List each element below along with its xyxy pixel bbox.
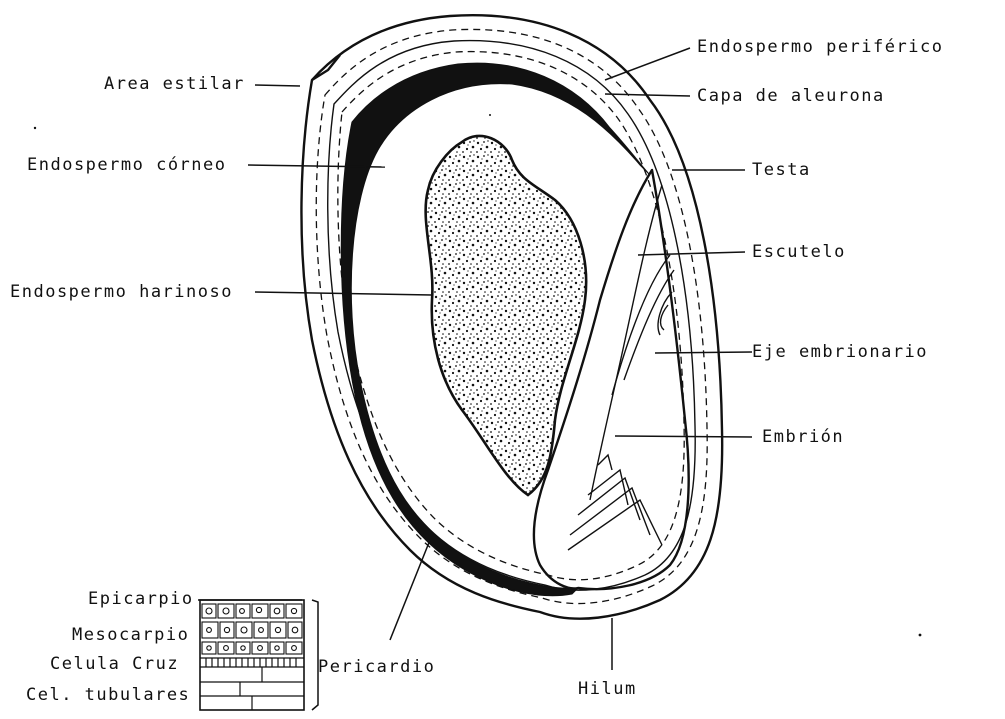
mesocarp-cells: [202, 604, 302, 654]
speck-1: [34, 127, 36, 129]
label-endospermo-periferico: Endospermo periférico: [697, 37, 943, 57]
label-embrion: Embrión: [762, 427, 844, 447]
label-celula-cruz: Celula Cruz: [50, 654, 179, 674]
label-mesocarpio: Mesocarpio: [72, 625, 189, 645]
leader-eje-embrionario: [655, 352, 752, 353]
label-epicarpio: Epicarpio: [88, 589, 194, 609]
radicle-chevron-3: [578, 478, 640, 520]
cross-cells: [200, 658, 304, 667]
label-pericardio: Pericardio: [318, 657, 435, 677]
label-endospermo-corneo: Endospermo córneo: [27, 155, 227, 175]
pericardio-brace: [312, 600, 318, 710]
label-hilum: Hilum: [578, 679, 637, 699]
radicle-chevron-2: [588, 470, 628, 505]
tubular-cells: [200, 667, 304, 710]
leader-capa-aleurona: [605, 94, 690, 96]
embryo-inner-line: [590, 185, 662, 500]
label-cel-tubulares: Cel. tubulares: [26, 685, 190, 705]
floury-endosperm: [426, 136, 587, 495]
label-eje-embrionario: Eje embrionario: [752, 342, 928, 362]
label-endospermo-harinoso: Endospermo harinoso: [10, 282, 233, 302]
leader-area-estilar: [255, 85, 300, 86]
label-testa: Testa: [752, 160, 811, 180]
radicle-chevron-1: [598, 455, 612, 470]
speck-3: [489, 114, 491, 116]
label-capa-aleurona: Capa de aleurona: [697, 86, 885, 106]
leader-escutelo: [638, 252, 745, 255]
embryonic-axis-curve-2: [624, 270, 674, 380]
label-escutelo: Escutelo: [752, 242, 846, 262]
speck-2: [919, 634, 922, 637]
leader-embrion: [615, 436, 752, 437]
label-area-estilar: Area estilar: [104, 74, 245, 94]
leader-pericardio: [390, 540, 430, 640]
embryonic-axis-curve-3: [658, 292, 672, 335]
pericarp-inset: Epicarpio Mesocarpio Celula Cruz Cel. tu…: [26, 589, 318, 710]
